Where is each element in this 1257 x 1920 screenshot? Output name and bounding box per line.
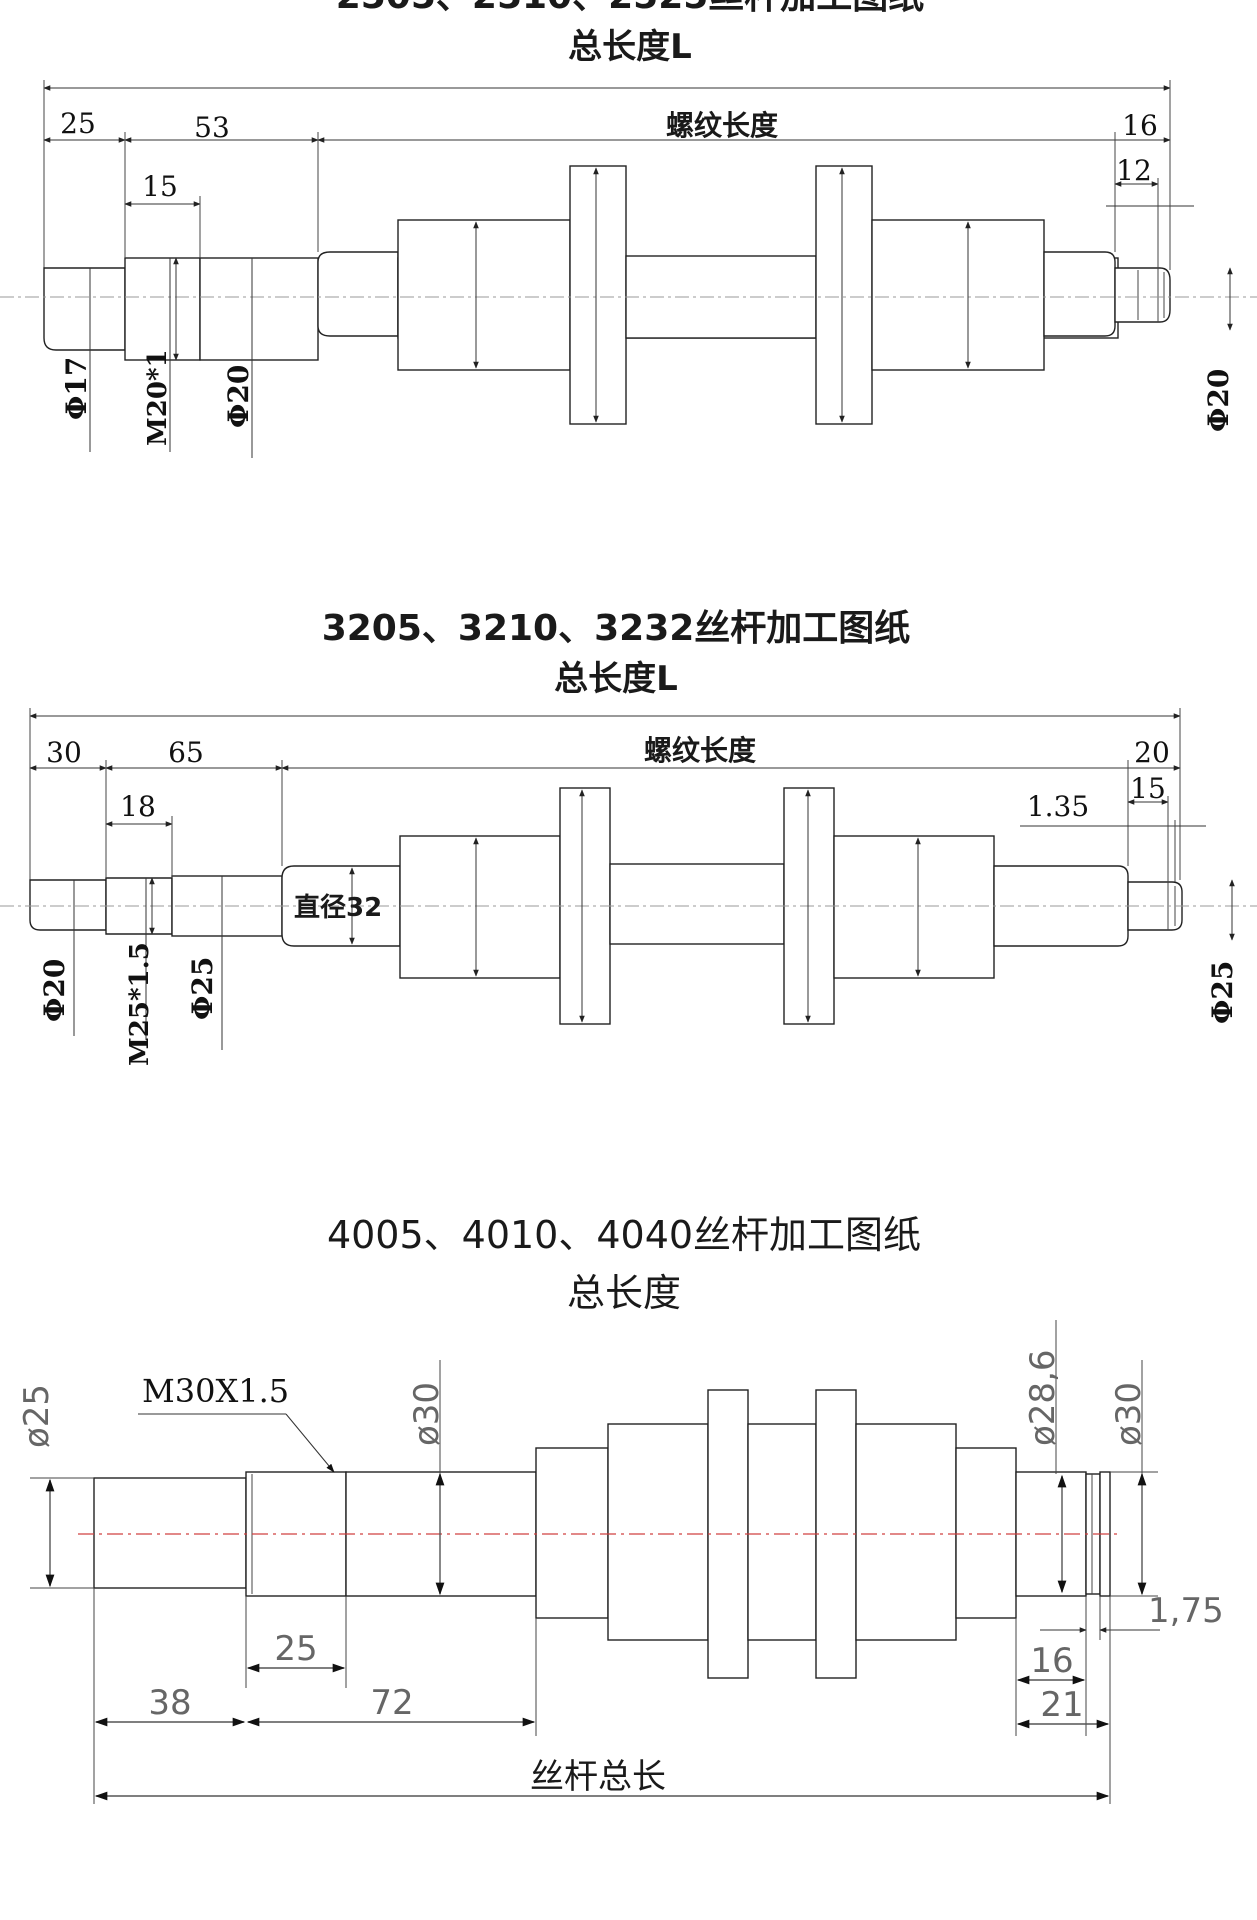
dim2-20: 20 xyxy=(1134,736,1170,769)
dim2-phi20: Φ20 xyxy=(38,959,71,1022)
dim3-16: 16 xyxy=(1030,1641,1073,1681)
shaft3-screw-body-right xyxy=(955,1447,1017,1619)
drawing1-subtitle: 总长度L xyxy=(568,27,692,67)
dim2-15: 15 xyxy=(1130,772,1166,805)
shaft2-nut-right-body xyxy=(833,835,995,979)
dim3-phi28-6: ø28,6 xyxy=(1023,1349,1063,1446)
drawing1-title: 2505、2510、2525丝杆加工图纸 xyxy=(336,0,925,17)
dim2-65: 65 xyxy=(168,736,204,769)
shaft1-right-end xyxy=(1114,267,1171,323)
drawing-3205: 3205、3210、3232丝杆加工图纸 总长度L 30 65 螺纹长度 20 … xyxy=(0,608,1257,1066)
drawing2-title: 3205、3210、3232丝杆加工图纸 xyxy=(322,608,911,649)
dim1-25: 25 xyxy=(60,107,96,140)
dim1-phi20-right: Φ20 xyxy=(1202,369,1235,432)
drawing3-title: 4005、4010、4040丝杆加工图纸 xyxy=(327,1213,921,1257)
shaft1-nut-left-flange xyxy=(569,165,627,425)
shaft1-right-journal xyxy=(1043,251,1116,337)
shaft1-left-journal xyxy=(43,267,126,351)
shaft2-left-journal xyxy=(29,879,107,931)
shaft1-nut-left-body xyxy=(397,219,571,371)
drawing2-subtitle: 总长度L xyxy=(554,659,678,699)
dim3-21: 21 xyxy=(1040,1685,1083,1725)
shaft1-step xyxy=(317,251,399,337)
dim3-total-length: 丝杆总长 xyxy=(530,1757,666,1797)
dim1-thread-length: 螺纹长度 xyxy=(666,109,778,142)
shaft3-nut-right-body xyxy=(855,1423,957,1641)
dim3-1-75: 1,75 xyxy=(1148,1591,1224,1631)
dim2-diameter32: 直径32 xyxy=(294,893,382,923)
dim2-30: 30 xyxy=(46,736,82,769)
shaft1-nut-right-body xyxy=(871,219,1045,371)
drawing3-subtitle: 总长度 xyxy=(567,1271,681,1315)
shaft2-nut-mid xyxy=(609,863,785,945)
dim3-phi25: ø25 xyxy=(17,1384,57,1448)
dim1-12: 12 xyxy=(1116,154,1152,187)
shaft1-thread-section xyxy=(124,257,201,361)
dim1-15: 15 xyxy=(142,170,178,203)
dim3-25: 25 xyxy=(274,1629,317,1669)
dim1-m20: M20*1 xyxy=(143,349,173,446)
shaft2-nut-left-body xyxy=(399,835,561,979)
drawing-2505: 2505、2510、2525丝杆加工图纸 总长度L 25 53 螺纹长 xyxy=(0,0,1257,458)
dim2-phi25-left: Φ25 xyxy=(186,957,219,1020)
dim2-m25: M25*1.5 xyxy=(125,942,155,1066)
shaft3-nut-left-body xyxy=(607,1423,709,1641)
dim2-phi25-right: Φ25 xyxy=(1206,961,1239,1024)
dim3-38: 38 xyxy=(148,1683,191,1723)
shaft1-bearing-seat xyxy=(199,257,319,361)
shaft3-nut-mid xyxy=(747,1423,817,1641)
dim2-1-35: 1.35 xyxy=(1027,790,1089,823)
dim1-16: 16 xyxy=(1122,109,1158,142)
dim3-phi30-right: ø30 xyxy=(1109,1382,1149,1446)
shaft1-nut-right-flange xyxy=(815,165,873,425)
dim3-m30: M30X1.5 xyxy=(142,1372,289,1410)
dim2-18: 18 xyxy=(120,790,156,823)
dim1-53: 53 xyxy=(194,111,230,144)
dim1-phi20-left: Φ20 xyxy=(222,365,255,428)
shaft3-screw-body-left xyxy=(535,1447,609,1619)
shaft3-left-journal xyxy=(93,1477,247,1589)
dim2-thread-length: 螺纹长度 xyxy=(644,734,756,767)
drawing-4005: 4005、4010、4040丝杆加工图纸 总长度 ø25 M30X1.5 ø30 xyxy=(17,1213,1224,1804)
dim1-phi17: Φ17 xyxy=(60,357,93,420)
dim3-72: 72 xyxy=(370,1683,413,1723)
dim3-phi30-left: ø30 xyxy=(407,1382,447,1446)
